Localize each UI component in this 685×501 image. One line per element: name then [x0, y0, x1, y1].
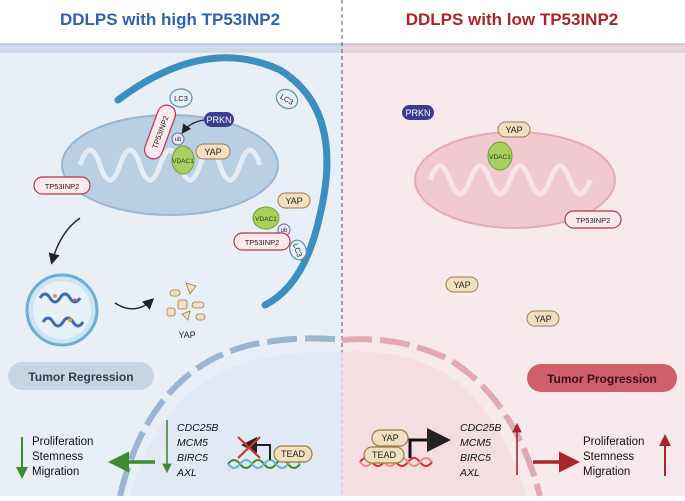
gene-mcm5: MCM5 [460, 437, 491, 449]
tp53inp2-label: TP53INP2 [576, 216, 611, 225]
phenotype-stemness: Stemness [583, 451, 634, 463]
yap-label: YAP [381, 433, 398, 443]
prkn-label: PRKN [405, 108, 430, 118]
phenotype-proliferation: Proliferation [583, 436, 644, 448]
yap-label: YAP [204, 147, 221, 157]
right-tead: TEAD [363, 446, 405, 464]
yap-label: YAP [505, 125, 522, 135]
right-yap-free-1: YAP [445, 276, 479, 293]
free-tp53inp2-left: TP53INP2 [33, 176, 91, 195]
yap-fragments [166, 282, 206, 321]
tp53inp2-label: TP53INP2 [245, 238, 280, 247]
gene-axl: AXL [176, 467, 197, 479]
lc3-label: LC3 [174, 94, 188, 103]
right-yap-free-2: YAP [526, 310, 560, 327]
phenotype-migration: Migration [32, 466, 79, 478]
left-dna [227, 459, 301, 469]
left-nuclear-envelope [117, 335, 343, 497]
right-tp53inp2: TP53INP2 [564, 210, 622, 229]
tead-label: TEAD [281, 449, 306, 459]
left-membrane-band [0, 44, 342, 52]
right-prkn-badge: PRKN [402, 105, 434, 120]
prkn-arrow [181, 119, 205, 134]
tp53inp2-label: TP53INP2 [45, 182, 80, 191]
arc-lc3: LC3 [275, 88, 299, 110]
vdac1-label: VDAC1 [489, 154, 511, 161]
left-tead: TEAD [273, 445, 313, 463]
degradation-arrow [48, 217, 81, 265]
upper-lc3-complex: LC3 [169, 88, 193, 108]
phenotype-stemness: Stemness [32, 451, 83, 463]
lower-lc3: LC3 [289, 239, 307, 261]
ub-label: ub [175, 137, 182, 143]
gene-axl: AXL [459, 467, 480, 479]
lower-yap: YAP [277, 192, 311, 209]
yap-label: YAP [285, 196, 302, 206]
right-vdac1: VDAC1 [487, 141, 513, 171]
upper-vdac1: VDAC1 [171, 145, 195, 175]
phagophore-membrane [114, 54, 331, 309]
gene-mcm5: MCM5 [177, 437, 208, 449]
prkn-badge: PRKN [204, 112, 234, 127]
tead-label: TEAD [372, 450, 397, 460]
upper-yap: YAP [195, 143, 231, 160]
yap-label: YAP [453, 280, 470, 290]
autolysosome [25, 273, 99, 347]
yap-fragments-label: YAP [178, 330, 195, 340]
phenotype-migration: Migration [583, 466, 630, 478]
fragment-arrow [114, 298, 155, 310]
yap-label: YAP [534, 314, 551, 324]
right-membrane-band [342, 44, 685, 52]
left-transcription-arrow [241, 437, 271, 460]
vdac1-label: VDAC1 [172, 158, 194, 165]
vdac1-label: VDAC1 [255, 216, 277, 223]
tumor-regression-badge: Tumor Regression [8, 362, 154, 390]
gene-cdc25b: CDC25B [177, 422, 218, 434]
lower-vdac1: VDAC1 [252, 206, 280, 230]
left-panel-title: DDLPS with high TP53INP2 [60, 10, 280, 29]
right-nuclear-envelope [341, 336, 543, 497]
gene-cdc25b: CDC25B [460, 422, 501, 434]
tumor-regression-label: Tumor Regression [28, 370, 133, 384]
tumor-progression-label: Tumor Progression [547, 372, 657, 386]
lc3-label: LC3 [291, 242, 304, 258]
tumor-progression-badge: Tumor Progression [527, 364, 677, 392]
gene-birc5: BIRC5 [177, 452, 208, 464]
upper-tp53inp2: TP53INP2 [143, 104, 177, 160]
right-yap-bound: YAP [497, 121, 531, 138]
gene-birc5: BIRC5 [460, 452, 491, 464]
ub-marker [171, 132, 185, 146]
right-mitochondrion [414, 131, 616, 229]
ub-label: ub [281, 228, 288, 234]
right-transcription-arrow [408, 428, 451, 458]
block-x-2 [237, 436, 261, 459]
phenotype-proliferation: Proliferation [32, 436, 93, 448]
lower-tp53inp2: TP53INP2 [233, 232, 291, 251]
prkn-label: PRKN [206, 115, 231, 125]
right-yap-nuclear: YAP [371, 429, 409, 447]
right-panel-title: DDLPS with low TP53INP2 [406, 10, 619, 29]
